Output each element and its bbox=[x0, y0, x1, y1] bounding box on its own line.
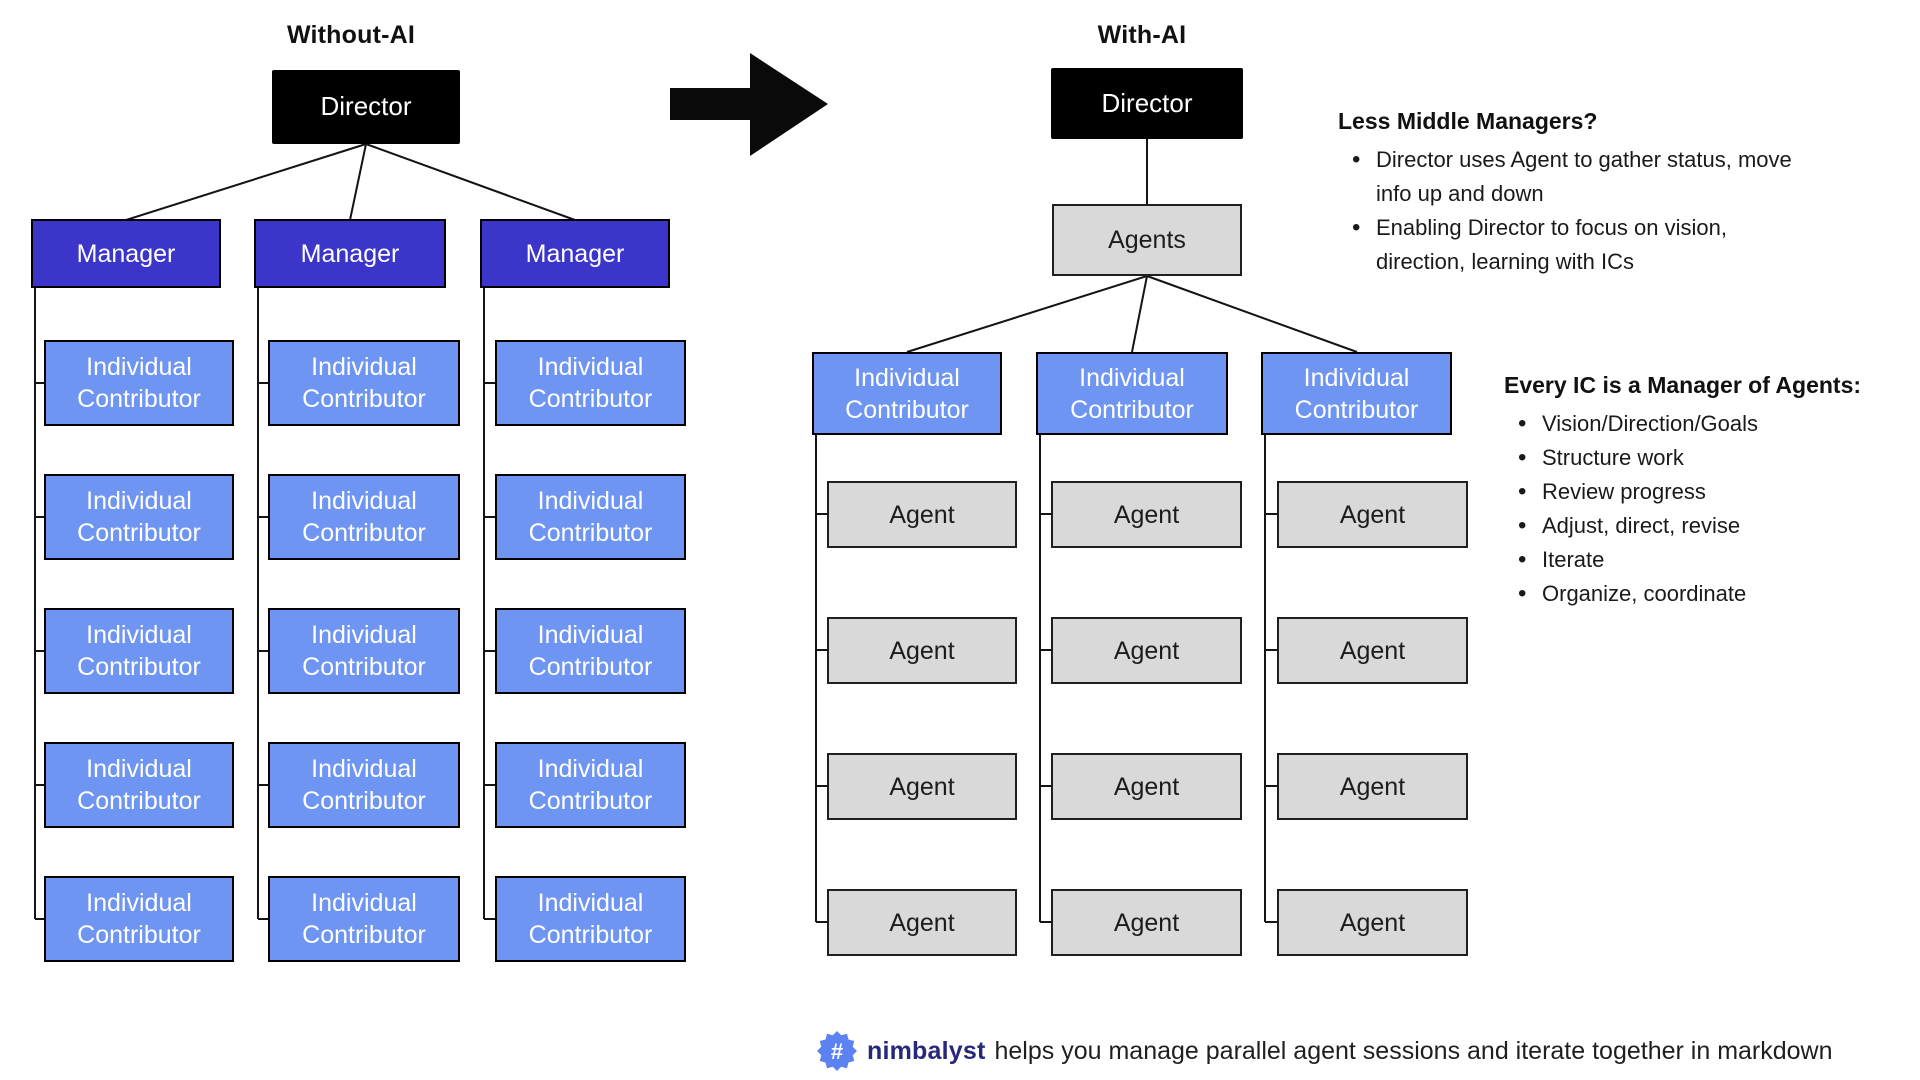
agent-box: Agent bbox=[1051, 753, 1242, 820]
ic-box: Individual Contributor bbox=[44, 742, 234, 828]
agent-box: Agent bbox=[827, 753, 1017, 820]
ic-box: Individual Contributor bbox=[268, 608, 460, 694]
manager-box: Manager bbox=[254, 219, 446, 288]
bullet-item: Structure work bbox=[1518, 441, 1914, 475]
footer-tagline: helps you manage parallel agent sessions… bbox=[994, 1036, 1833, 1065]
ic-box: Individual Contributor bbox=[495, 340, 686, 426]
agent-box: Agent bbox=[1277, 889, 1468, 956]
ic-box: Individual Contributor bbox=[495, 608, 686, 694]
ic-box: Individual Contributor bbox=[44, 876, 234, 962]
ic-box: Individual Contributor bbox=[44, 340, 234, 426]
with-ai-title: With-AI bbox=[1097, 21, 1187, 49]
ic-box: Individual Contributor bbox=[268, 474, 460, 560]
agent-box: Agent bbox=[1051, 481, 1242, 548]
ic-box: Individual Contributor bbox=[268, 876, 460, 962]
ic-box: Individual Contributor bbox=[44, 608, 234, 694]
agents-box: Agents bbox=[1052, 204, 1242, 276]
agent-box: Agent bbox=[1051, 617, 1242, 684]
without-ai-title: Without-AI bbox=[286, 21, 416, 49]
bullet-item: Enabling Director to focus on vision, di… bbox=[1352, 211, 1806, 279]
panel-heading: Every IC is a Manager of Agents: bbox=[1504, 372, 1862, 398]
ic-box: Individual Contributor bbox=[1036, 352, 1228, 435]
bullet-item: Iterate bbox=[1518, 543, 1914, 577]
hash-badge-icon: # bbox=[817, 1031, 857, 1071]
ic-box: Individual Contributor bbox=[1261, 352, 1452, 435]
agent-box: Agent bbox=[1277, 753, 1468, 820]
manager-box: Manager bbox=[31, 219, 221, 288]
manager-box: Manager bbox=[480, 219, 670, 288]
ic-box: Individual Contributor bbox=[268, 340, 460, 426]
ic-box: Individual Contributor bbox=[495, 474, 686, 560]
hash-glyph: # bbox=[831, 1039, 843, 1064]
ic-box: Individual Contributor bbox=[495, 876, 686, 962]
director-box-right: Director bbox=[1051, 68, 1243, 139]
agent-box: Agent bbox=[827, 889, 1017, 956]
every-ic-panel: Every IC is a Manager of Agents: Vision/… bbox=[1504, 372, 1914, 611]
panel-heading: Less Middle Managers? bbox=[1338, 108, 1598, 134]
director-box-left: Director bbox=[272, 70, 460, 144]
agent-box: Agent bbox=[1277, 481, 1468, 548]
ic-box: Individual Contributor bbox=[44, 474, 234, 560]
bullet-item: Organize, coordinate bbox=[1518, 577, 1914, 611]
ic-box: Individual Contributor bbox=[495, 742, 686, 828]
brand-name: nimbalyst bbox=[867, 1036, 986, 1065]
agent-box: Agent bbox=[1277, 617, 1468, 684]
bullet-item: Vision/Direction/Goals bbox=[1518, 407, 1914, 441]
bullet-item: Adjust, direct, revise bbox=[1518, 509, 1914, 543]
right-arrow-icon bbox=[670, 53, 828, 156]
agent-box: Agent bbox=[1051, 889, 1242, 956]
bullet-list: Vision/Direction/Goals Structure work Re… bbox=[1518, 407, 1914, 611]
ic-box: Individual Contributor bbox=[268, 742, 460, 828]
less-middle-managers-panel: Less Middle Managers? Director uses Agen… bbox=[1338, 108, 1818, 279]
bullet-list: Director uses Agent to gather status, mo… bbox=[1352, 143, 1818, 279]
agent-box: Agent bbox=[827, 617, 1017, 684]
ic-box: Individual Contributor bbox=[812, 352, 1002, 435]
bullet-item: Director uses Agent to gather status, mo… bbox=[1352, 143, 1806, 211]
bullet-item: Review progress bbox=[1518, 475, 1914, 509]
nimbalyst-footer: # nimbalyst helps you manage parallel ag… bbox=[816, 1030, 1833, 1072]
agent-box: Agent bbox=[827, 481, 1017, 548]
